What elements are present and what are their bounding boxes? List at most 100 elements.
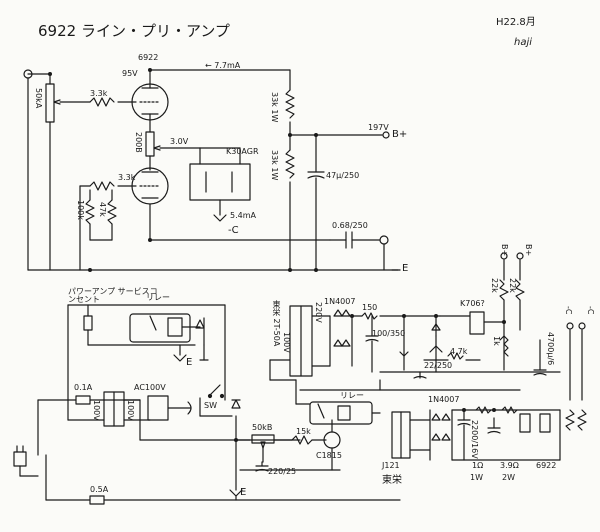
fuse1-label: 0.1A <box>74 383 93 392</box>
fuse2-label: 0.5A <box>90 485 109 494</box>
fet-ccs <box>189 163 251 201</box>
relay-label: リレー <box>146 293 170 302</box>
title-label: 6922 ライン・プリ・アンプ <box>38 22 230 40</box>
heater-load <box>519 413 531 433</box>
bplus-2-label: B+ <box>524 244 533 257</box>
cap-220-label: 220/25 <box>268 467 297 476</box>
relay-upper <box>129 313 191 343</box>
plate-v-label: 95V <box>122 69 138 78</box>
fuse-05a <box>89 495 105 505</box>
r-1k-label: 1k <box>492 336 501 346</box>
bridge-rect <box>147 395 169 421</box>
tube-label: 6922 <box>138 53 159 62</box>
negc2-label: -C <box>586 306 595 315</box>
negc-out-1 <box>566 322 574 330</box>
r-33k-1w-label: 33k 1W <box>270 150 279 181</box>
bplus-out-1 <box>500 252 508 260</box>
r-grid1-label: 3.3k <box>90 89 108 98</box>
junction-dots <box>48 68 506 442</box>
r-15k-label: 15k <box>296 427 311 436</box>
bottom-left-wiring <box>13 304 401 505</box>
resistor-39ohm <box>501 406 518 414</box>
pot-50kb <box>251 434 275 444</box>
cap-47u-plate2 <box>307 175 325 179</box>
resistor-47k-b <box>447 352 464 360</box>
r-150-label: 150 <box>362 303 378 312</box>
top-wiring <box>23 69 401 271</box>
negc1-label: -C <box>564 306 573 315</box>
supply-v-label: 197V <box>368 123 389 132</box>
volume-pot <box>45 83 55 123</box>
v100-3-label: 100V <box>282 332 291 353</box>
bplus-terminal <box>382 131 390 139</box>
r-2w-label: 2W <box>502 473 515 482</box>
grid-resistor-2 <box>89 181 115 191</box>
toei-label: 東栄 <box>382 475 402 486</box>
relay-coil <box>167 317 183 337</box>
resistor-1k <box>499 335 509 357</box>
resistor-15k <box>291 435 313 445</box>
resistor-47k <box>107 199 117 225</box>
pot-50kb-label: 50kB <box>252 423 273 432</box>
ground-e-label: E <box>402 263 409 274</box>
transformer1-label: 東栄 2T-50A <box>272 300 281 347</box>
ground-markers <box>235 269 399 501</box>
r-39-label: 3.9Ω <box>500 461 519 470</box>
relay2-label: リレー <box>340 391 364 400</box>
r-load-label: 33k 1W <box>270 92 279 123</box>
ac-plug <box>13 451 27 467</box>
e2-label: E <box>240 487 247 498</box>
r-100k-label: 100k <box>76 200 85 220</box>
cap-out-label: 0.68/250 <box>332 221 368 230</box>
ic-label: K706? <box>460 299 485 308</box>
r-47k-label: 47k <box>98 202 107 217</box>
bottom-right-wiring <box>289 252 587 461</box>
resistor-150 <box>361 312 378 320</box>
j121-label: J121 <box>382 461 400 470</box>
bplus-out-2 <box>516 252 524 260</box>
relay-lower <box>309 401 373 425</box>
diode2-label: 1N4007 <box>428 395 460 404</box>
diode1-label: 1N4007 <box>324 297 356 306</box>
v220-label: 220V <box>314 302 323 323</box>
r-22k-1-label: 22k <box>490 278 499 293</box>
resistor-33k-lower <box>285 149 295 179</box>
resistor-1ohm <box>475 406 492 414</box>
neg-c-label: -C <box>228 225 239 236</box>
service-outlet-label: パワーアンプ サービスコンセント <box>68 287 158 304</box>
ccs-current-label: 5.4mA <box>230 211 256 220</box>
service-outlet <box>83 315 93 331</box>
bplus-label: B+ <box>392 129 408 140</box>
bplus-1-label: B+ <box>500 244 509 257</box>
cap-2200-label: 2200/16V <box>470 420 479 459</box>
heater-label: 6922 <box>536 461 557 470</box>
grid-resistor-1 <box>89 97 115 107</box>
fet-label: K30AGR <box>226 147 259 156</box>
tr-label: C1815 <box>316 451 342 460</box>
e1-label: E <box>186 357 193 368</box>
cap-22-250-label: 22/250 <box>424 361 453 370</box>
pot-label: 50kA <box>34 88 43 109</box>
r-grid2-label: 3.3k <box>118 173 136 182</box>
r-1ohm-label: 1Ω <box>472 461 484 470</box>
cap-100-350-label: 100/350 <box>372 329 406 338</box>
plate-load-resistor <box>285 89 295 119</box>
v100-1-label: 100V <box>92 400 101 421</box>
r-1w-label: 1W <box>470 473 483 482</box>
sw-label: SW <box>204 401 217 410</box>
fuse-01a <box>75 395 91 405</box>
regulator-ic <box>469 311 485 335</box>
date-label: H22.8月 <box>496 17 536 28</box>
output-jack <box>379 235 389 245</box>
cap-4700-label: 4700μ/6 <box>546 332 555 366</box>
v100-2-label: 100V <box>126 400 135 421</box>
ac100v-label: AC100V <box>134 383 166 392</box>
pot-200b-label: 200B <box>134 132 143 153</box>
author-label: haji <box>514 37 533 48</box>
r-47k-b-label: 4.7k <box>450 347 468 356</box>
r-22k-2-label: 22k <box>508 278 517 293</box>
resistor-100k <box>85 199 95 225</box>
cathode-v-label: 3.0V <box>170 137 189 146</box>
negc-out-2 <box>578 322 586 330</box>
